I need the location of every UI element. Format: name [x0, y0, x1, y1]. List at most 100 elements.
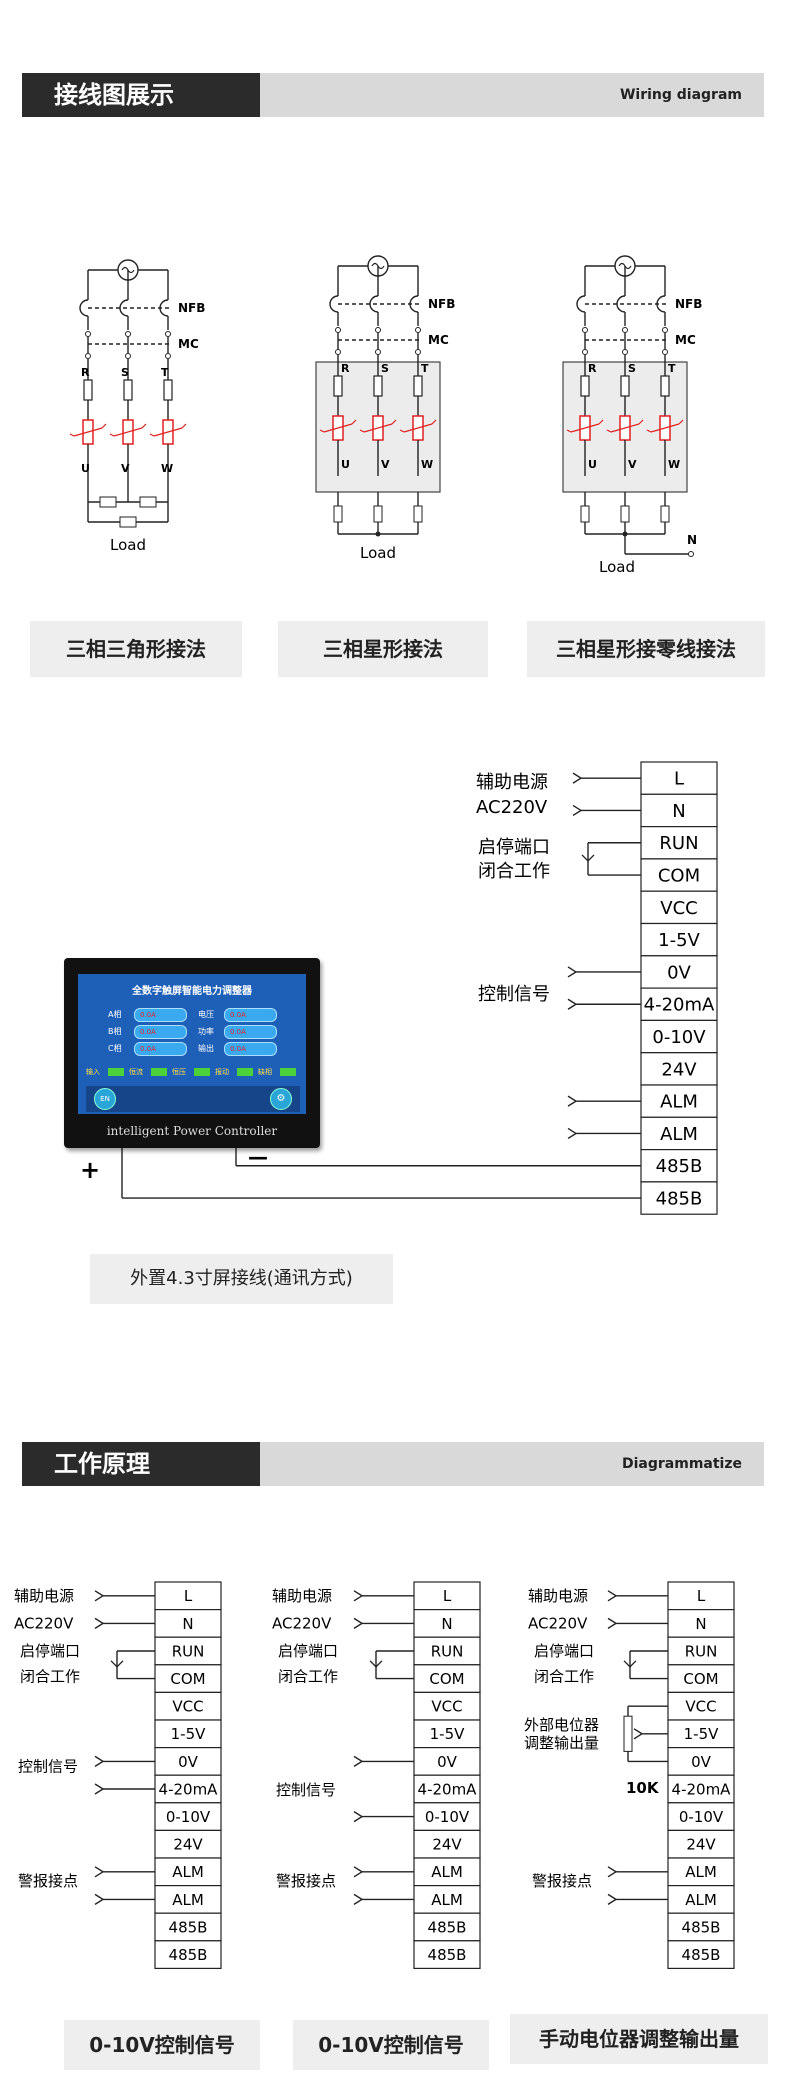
principle-1-terminal-block: LNRUNCOMVCC1-5V0V4-20mA0-10V24VALMALM485…	[154, 1581, 222, 1969]
terminal-label: 485B	[682, 1946, 721, 1964]
ac220-label: AC220V	[476, 797, 548, 818]
terminal-label: VCC	[660, 898, 697, 919]
terminal-cell	[640, 955, 718, 989]
breaker-icon	[576, 295, 586, 313]
terminal-label: 24V	[661, 1059, 697, 1080]
settings-button[interactable]: ⚙	[270, 1088, 292, 1110]
terminal-label: L	[697, 1587, 706, 1605]
terminal-label: 0-10V	[652, 1027, 706, 1048]
principle-3-terminal-block: LNRUNCOMVCC1-5V0V4-20mA0-10V24VALMALM485…	[667, 1581, 735, 1969]
gear-icon: ⚙	[276, 1093, 286, 1104]
terminal-label: ALM	[660, 1092, 698, 1113]
load-resistor-icon	[660, 505, 670, 523]
terminal-label: 485B	[656, 1156, 703, 1177]
wire	[141, 423, 147, 429]
load-label: Load	[599, 558, 635, 576]
wire	[610, 423, 640, 433]
caption-principle-2: 0-10V控制信号	[293, 2020, 489, 2070]
arrow-icon	[94, 1893, 105, 1905]
fuse-icon	[373, 375, 383, 397]
neutral-label: N	[687, 533, 697, 547]
ext-pot-label-1: 外部电位器	[524, 1716, 599, 1734]
terminal-label: 0-10V	[679, 1808, 724, 1826]
terminal-label: L	[674, 769, 684, 790]
start-stop-label: 启停端口	[278, 1642, 338, 1660]
screen-row-value: 0.0A	[134, 1025, 187, 1039]
fuse-icon	[123, 379, 133, 401]
terminal-label: ALM	[660, 1124, 698, 1145]
arrow-icon	[633, 1728, 644, 1740]
terminal-cell	[154, 1940, 222, 1969]
caption-principle-3: 手动电位器调整输出量	[510, 2014, 768, 2064]
terminal-label: L	[184, 1587, 193, 1605]
load-resistor-icon	[333, 505, 343, 523]
principle-section-header: 工作原理 Diagrammatize	[22, 1442, 764, 1486]
terminal-cell	[154, 1691, 222, 1721]
terminal-label: 485B	[682, 1918, 721, 1936]
screen-row-value: 0.0A	[224, 1025, 277, 1039]
load-resistor-icon	[119, 516, 137, 528]
principle-2-terminal-block: LNRUNCOMVCC1-5V0V4-20mA0-10V24VALMALM485…	[413, 1581, 481, 1969]
alarm-contact-label: 警报接点	[276, 1872, 336, 1890]
wire	[606, 429, 612, 433]
terminal-label: N	[695, 1615, 706, 1633]
plus-label: +	[80, 1156, 100, 1184]
status-led-indicator	[280, 1068, 296, 1076]
load-label: Load	[360, 544, 396, 562]
terminal-label: 485B	[169, 1946, 208, 1964]
terminal-cell	[640, 987, 718, 1022]
wire	[391, 419, 397, 425]
output-phase-label: V	[628, 458, 637, 471]
input-phase-label: R	[341, 362, 350, 375]
terminal-cell	[413, 1940, 481, 1969]
output-phase-label: V	[381, 458, 390, 471]
wire	[153, 427, 183, 437]
wire	[109, 433, 115, 437]
terminal-cell	[154, 1581, 222, 1611]
aux-power-label: 辅助电源	[528, 1587, 588, 1605]
arrow-icon	[94, 1755, 105, 1767]
terminal-cell	[413, 1829, 481, 1859]
fuse-icon	[83, 379, 93, 401]
terminal-label: VCC	[685, 1698, 716, 1716]
terminal-label: 4-20mA	[418, 1780, 478, 1798]
principle-section-title: 工作原理	[22, 1442, 260, 1486]
input-phase-label: R	[588, 362, 597, 375]
screen-row-value: 0.0A	[134, 1008, 187, 1022]
terminal-label: L	[443, 1587, 452, 1605]
arrow-icon	[353, 1590, 364, 1602]
status-label: 输入	[86, 1068, 100, 1076]
nfb-label: NFB	[675, 297, 702, 311]
terminal-cell	[154, 1912, 222, 1942]
wiring-section-title: 接线图展示	[22, 73, 260, 117]
neutral-terminal	[688, 551, 694, 557]
screen-title: 全数字触屏智能电力调整器	[132, 986, 252, 997]
terminal-label: ALM	[172, 1863, 204, 1881]
arrow-icon	[353, 1617, 364, 1629]
terminal-label: COM	[429, 1670, 464, 1688]
wire	[323, 423, 353, 433]
terminal-cell	[413, 1664, 481, 1694]
minus-label: —	[248, 1145, 268, 1169]
terminal-cell	[154, 1774, 222, 1804]
switch-icon	[623, 1660, 637, 1668]
wire	[646, 429, 652, 433]
terminal-cell	[154, 1802, 222, 1832]
terminal-label: ALM	[685, 1891, 717, 1909]
terminal-cell	[640, 922, 718, 957]
terminal-label: 485B	[169, 1918, 208, 1936]
en-button[interactable]: EN	[94, 1088, 116, 1110]
output-phase-label: W	[421, 458, 433, 471]
arrow-icon	[567, 998, 578, 1010]
terminal-cell	[154, 1664, 222, 1694]
contact-icon	[415, 327, 421, 333]
terminal-label: 485B	[656, 1189, 703, 1210]
arrow-icon	[567, 966, 578, 978]
control-signal-label: 控制信号	[276, 1781, 336, 1799]
